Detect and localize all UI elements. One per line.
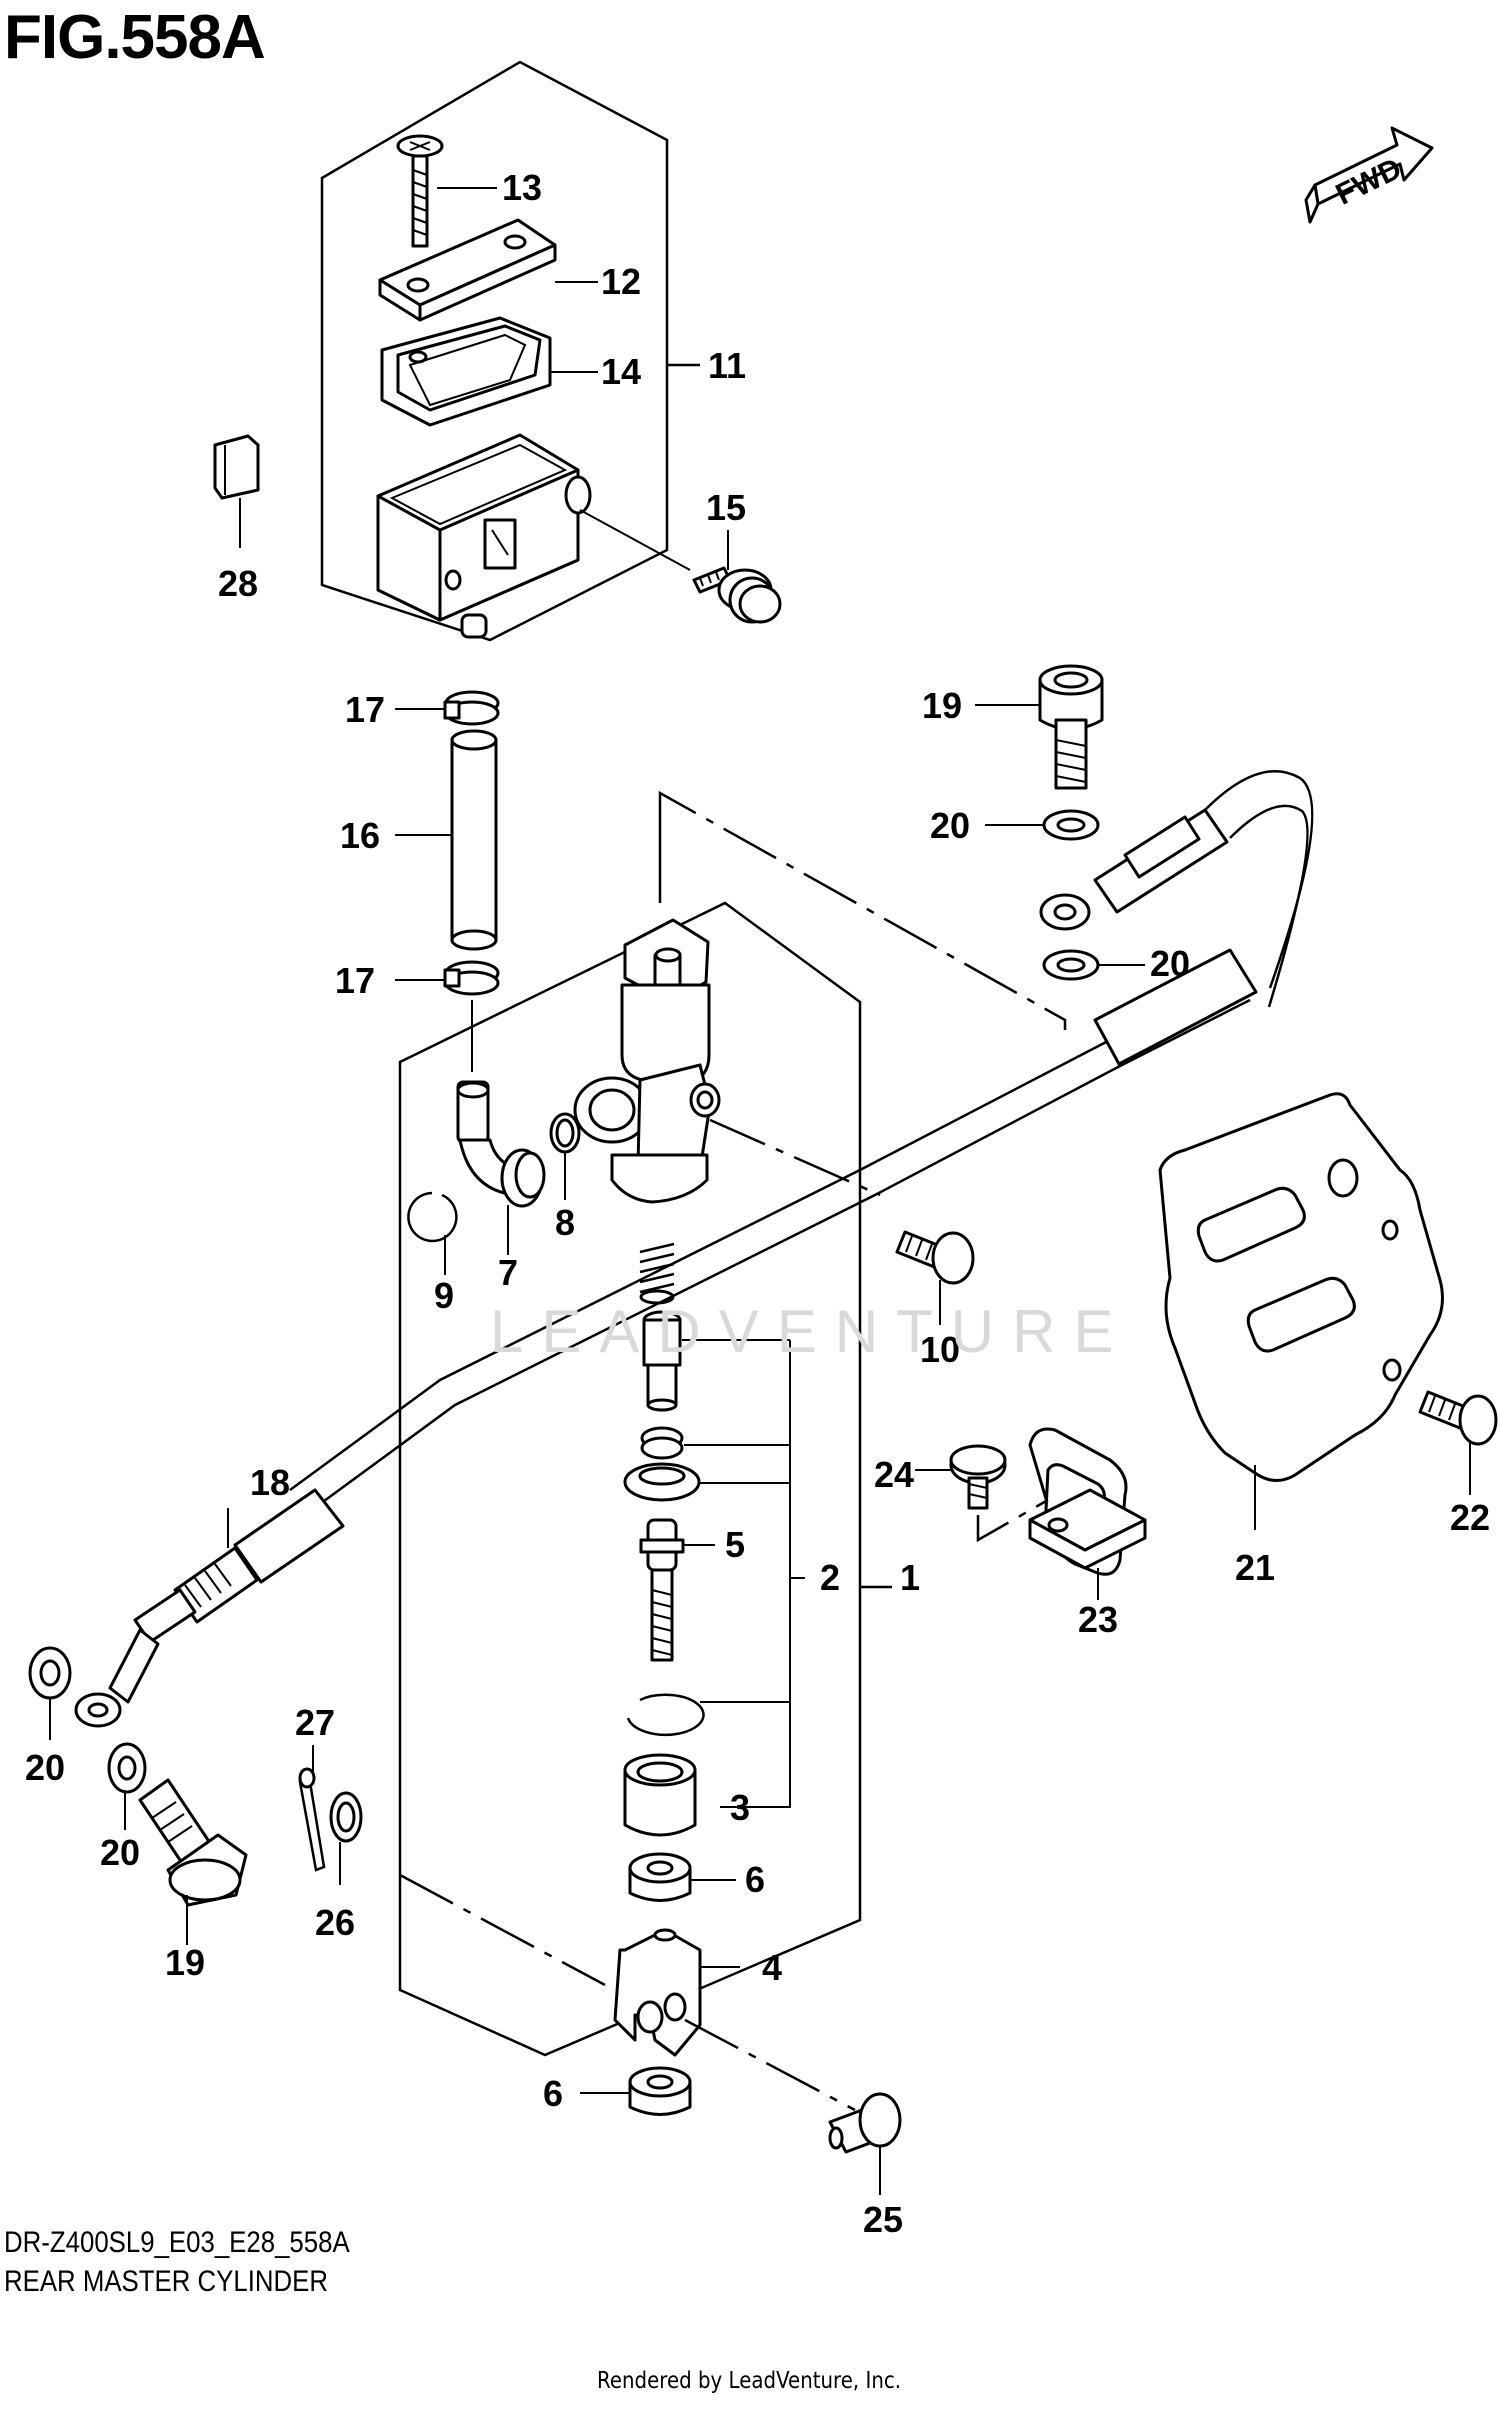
- figure-title: FIG.558A: [4, 3, 266, 72]
- ref-20-b: 20: [1150, 943, 1190, 984]
- assembly-name: REAR MASTER CYLINDER: [4, 2265, 328, 2298]
- fwd-arrow: FWD: [1304, 126, 1434, 224]
- hose-guide-drawing: [1028, 1427, 1147, 1600]
- ref-20-d: 20: [100, 1832, 140, 1873]
- reservoir-assembly-frame: [320, 60, 700, 642]
- circlip-drawing: [407, 1191, 458, 1275]
- watermark: LEADVENTURE: [490, 1298, 1132, 1365]
- ref-5: 5: [725, 1524, 745, 1565]
- diaphragm-drawing: [380, 316, 598, 427]
- ref-27: 27: [295, 1702, 335, 1743]
- ref-17-upper: 17: [345, 689, 385, 730]
- ref-22: 22: [1450, 1497, 1490, 1538]
- gasket-lower-right-drawing: [107, 1742, 147, 1830]
- union-bolt-top-drawing: [975, 664, 1104, 790]
- piston-drawing: [642, 1310, 790, 1412]
- clevis-drawing: [399, 1873, 856, 2112]
- nut-lower-drawing: [580, 2066, 692, 2116]
- reservoir-body-drawing: [376, 433, 691, 639]
- cover-drawing: [1158, 1092, 1444, 1530]
- boot-drawing: [623, 1753, 697, 1837]
- push-rod-drawing: [639, 1518, 715, 1662]
- hose-clamp-upper-drawing: [395, 690, 500, 726]
- washer-drawing: [329, 1791, 363, 1885]
- brake-hose-drawing: [74, 770, 1314, 1728]
- model-code: DR-Z400SL9_E03_E28_558A: [4, 2226, 350, 2259]
- ref-12: 12: [601, 261, 641, 302]
- bolt-10-drawing: [895, 1230, 975, 1325]
- ref-19-lower: 19: [165, 1942, 205, 1983]
- ref-28: 28: [218, 563, 258, 604]
- ref-18: 18: [250, 1462, 290, 1503]
- ref-23: 23: [1078, 1599, 1118, 1640]
- spring-drawing: [639, 1242, 675, 1305]
- ref-6-upper: 6: [745, 1859, 765, 1900]
- reservoir-hose-drawing: [395, 729, 498, 951]
- ref-16: 16: [340, 815, 380, 856]
- ref-19-upper: 19: [922, 685, 962, 726]
- master-cylinder-frame: [398, 790, 1067, 2057]
- ref-15: 15: [706, 487, 746, 528]
- ref-25: 25: [863, 2199, 903, 2240]
- ref-20-a: 20: [930, 805, 970, 846]
- ref-7: 7: [498, 1252, 518, 1293]
- ref-24: 24: [874, 1454, 914, 1495]
- callout-brackets: [720, 1340, 805, 1808]
- ref-13: 13: [502, 167, 542, 208]
- reservoir-bolt-drawing: [692, 530, 782, 624]
- cotter-pin-drawing: [298, 1745, 326, 1872]
- gasket-middle-drawing: [1042, 949, 1145, 981]
- cylinder-body-drawing: [573, 918, 881, 1204]
- reservoir-cap-drawing: [378, 218, 598, 322]
- ref-6-lower: 6: [543, 2073, 563, 2114]
- ref-26: 26: [315, 1902, 355, 1943]
- ref-2: 2: [820, 1557, 840, 1598]
- clevis-pin-drawing: [828, 2092, 902, 2195]
- render-credit: Rendered by LeadVenture, Inc.: [597, 2368, 902, 2394]
- cover-bolt-drawing: [1418, 1390, 1498, 1495]
- cap-screw-drawing: [396, 134, 497, 248]
- ref-3: 3: [730, 1787, 750, 1828]
- piston-circlip-drawing: [626, 1693, 790, 1737]
- o-ring-drawing: [549, 1112, 581, 1200]
- piston-cup-drawing: [640, 1426, 790, 1460]
- hose-clamp-lower-drawing: [395, 960, 500, 1072]
- ref-14: 14: [601, 351, 641, 392]
- ref-20-c: 20: [25, 1747, 65, 1788]
- ref-8: 8: [555, 1202, 575, 1243]
- label-drawing: [213, 434, 260, 548]
- gasket-lower-left-drawing: [28, 1646, 72, 1740]
- reference-labels: 13 12 14 11 15 28 17 16 17 19 20 20 8 7 …: [25, 167, 1490, 2240]
- push-rod-washer-drawing: [623, 1462, 790, 1502]
- ref-11: 11: [708, 345, 746, 386]
- ref-4: 4: [762, 1947, 782, 1988]
- union-bolt-lower-drawing: [138, 1778, 248, 1945]
- ref-9: 9: [434, 1275, 454, 1316]
- ref-21: 21: [1235, 1547, 1275, 1588]
- gasket-top-drawing: [985, 809, 1100, 841]
- nut-upper-drawing: [628, 1852, 736, 1902]
- ref-17-lower: 17: [335, 960, 375, 1001]
- ref-10: 10: [920, 1329, 960, 1370]
- reservoir-connector-drawing: [456, 1080, 546, 1255]
- ref-1: 1: [900, 1557, 920, 1598]
- guide-screw-drawing: [915, 1444, 1049, 1543]
